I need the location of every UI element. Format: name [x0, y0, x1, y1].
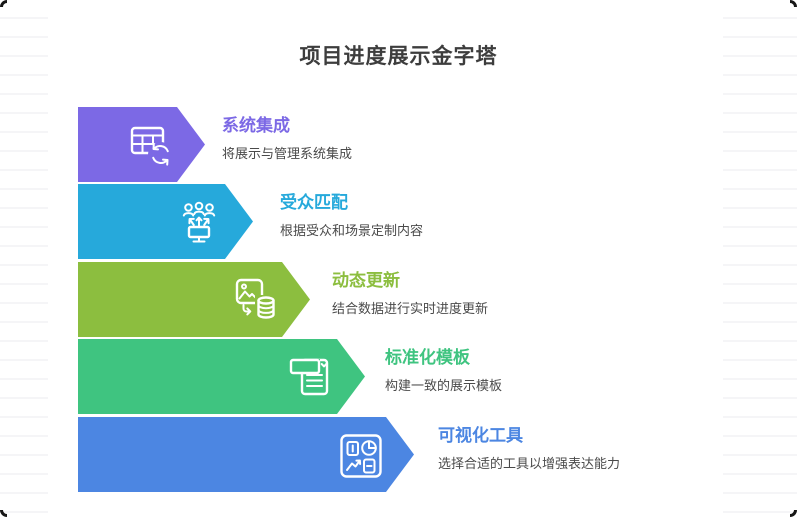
pyramid-level-3: 动态更新 结合数据进行实时进度更新 — [0, 262, 797, 337]
audience-screen-icon — [175, 198, 223, 246]
level-bar — [78, 184, 253, 259]
template-check-icon — [287, 353, 335, 401]
frame-corner — [790, 510, 797, 517]
dashboard-charts-icon — [336, 431, 384, 479]
pyramid-level-2: 受众匹配 根据受众和场景定制内容 — [0, 184, 797, 259]
level-description: 结合数据进行实时进度更新 — [332, 301, 489, 316]
frame-corner — [0, 510, 7, 517]
frame-corner — [790, 0, 797, 7]
level-title: 动态更新 — [332, 271, 400, 290]
level-description: 将展示与管理系统集成 — [222, 146, 353, 161]
level-title: 受众匹配 — [280, 193, 348, 212]
level-title: 可视化工具 — [438, 426, 523, 445]
level-title: 标准化模板 — [385, 348, 470, 367]
level-description: 构建一致的展示模板 — [385, 378, 503, 393]
pyramid-level-1: 系统集成 将展示与管理系统集成 — [0, 107, 797, 182]
level-bar — [78, 417, 414, 492]
level-description: 根据受众和场景定制内容 — [280, 223, 424, 238]
image-to-database-icon — [232, 276, 280, 324]
level-bar — [78, 339, 365, 414]
level-bar — [78, 107, 205, 182]
level-bar — [78, 262, 310, 337]
level-title: 系统集成 — [222, 116, 290, 135]
page-title: 项目进度展示金字塔 — [299, 45, 498, 68]
pyramid-level-4: 标准化模板 构建一致的展示模板 — [0, 339, 797, 414]
frame-corner — [0, 0, 7, 7]
pyramid-level-5: 可视化工具 选择合适的工具以增强表达能力 — [0, 417, 797, 492]
table-sync-icon — [127, 121, 175, 169]
level-description: 选择合适的工具以增强表达能力 — [438, 456, 621, 471]
